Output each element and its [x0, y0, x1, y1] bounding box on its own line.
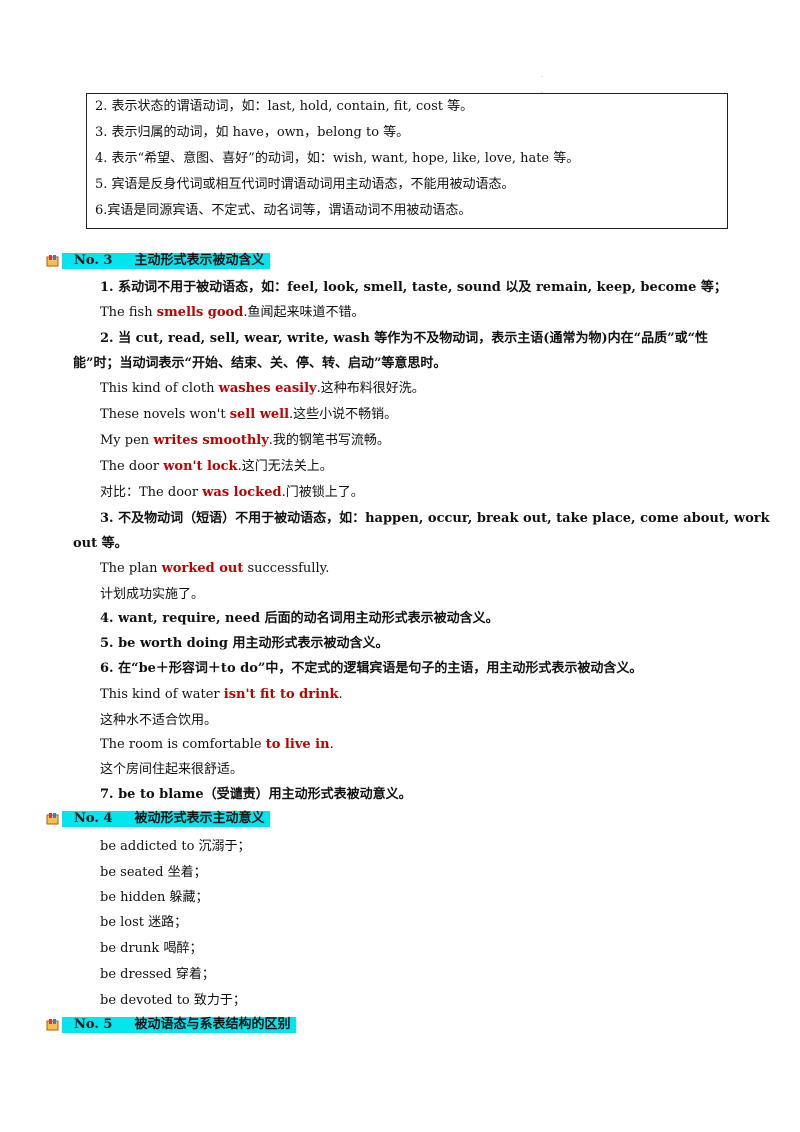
example-7: The plan worked out successfully.: [100, 561, 330, 576]
rule-7: 7. be to blame（受谴责）用主动形式表被动意义。: [100, 787, 412, 802]
book-flag-icon: [46, 813, 59, 825]
rule-6: 6. 在“be＋形容词＋to do”中，不定式的逻辑宾语是句子的主语，用主动形式…: [100, 661, 643, 676]
rule-2-cont: 能”时；当动词表示“开始、结束、关、停、转、启动”等意思时。: [73, 356, 447, 371]
rule-4: 4. want, require, need 后面的动名词用主动形式表示被动含义…: [100, 611, 499, 626]
rule-1: 1. 系动词不用于被动语态，如：feel, look, smell, taste…: [100, 280, 727, 295]
section-title: 被动语态与系表结构的区别: [134, 1017, 291, 1032]
rule-5: 5. be worth doing 用主动形式表示被动含义。: [100, 636, 389, 651]
section-title: 被动形式表示主动意义: [134, 811, 265, 826]
box-line: 5. 宾语是反身代词或相互代词时谓语动词用主动语态，不能用被动语态。: [95, 177, 515, 192]
box-line: 4. 表示“希望、意图、喜好”的动词，如：wish, want, hope, l…: [95, 151, 580, 166]
phrase-item: be devoted to 致力于；: [100, 993, 246, 1008]
example-9: The room is comfortable to live in.: [100, 737, 334, 752]
corner-mark: .: [541, 72, 543, 79]
example-3: These novels won't sell well.这些小说不畅销。: [100, 407, 398, 422]
example-2: This kind of cloth washes easily.这种布料很好洗…: [100, 381, 425, 396]
summary-box: 2. 表示状态的谓语动词，如：last, hold, contain, fit,…: [86, 93, 728, 229]
section-number: No. 4: [74, 811, 113, 826]
section-title: 主动形式表示被动含义: [134, 253, 265, 268]
example-9-translation: 这个房间住起来很舒适。: [100, 762, 244, 777]
box-line: 6.宾语是同源宾语、不定式、动名词等，谓语动词不用被动语态。: [95, 203, 472, 218]
box-line: 2. 表示状态的谓语动词，如：last, hold, contain, fit,…: [95, 99, 474, 114]
corner-mark: .: [541, 88, 543, 95]
rule-3-cont: out 等。: [73, 536, 128, 551]
example-1: The fish smells good.鱼闻起来味道不错。: [100, 305, 365, 320]
rule-2: 2. 当 cut, read, sell, wear, write, wash …: [100, 331, 709, 346]
box-line: 3. 表示归属的动词，如 have，own，belong to 等。: [95, 125, 410, 140]
rule-3: 3. 不及物动词（短语）不用于被动语态，如：happen, occur, bre…: [100, 511, 770, 526]
example-7-translation: 计划成功实施了。: [100, 587, 205, 602]
example-6: 对比：The door was locked.门被锁上了。: [100, 485, 364, 500]
section-number: No. 5: [74, 1017, 113, 1032]
phrase-item: be hidden 躲藏；: [100, 890, 209, 905]
book-flag-icon: [46, 1019, 59, 1031]
example-4: My pen writes smoothly.我的钢笔书写流畅。: [100, 433, 390, 448]
example-8: This kind of water isn't fit to drink.: [100, 687, 343, 702]
phrase-item: be seated 坐着；: [100, 865, 207, 880]
phrase-item: be addicted to 沉溺于；: [100, 839, 251, 854]
phrase-item: be drunk 喝醉；: [100, 941, 203, 956]
book-flag-icon: [46, 255, 59, 267]
phrase-item: be dressed 穿着；: [100, 967, 215, 982]
example-5: The door won't lock.这门无法关上。: [100, 459, 333, 474]
section-number: No. 3: [74, 253, 113, 268]
phrase-item: be lost 迷路；: [100, 915, 188, 930]
example-8-translation: 这种水不适合饮用。: [100, 713, 218, 728]
